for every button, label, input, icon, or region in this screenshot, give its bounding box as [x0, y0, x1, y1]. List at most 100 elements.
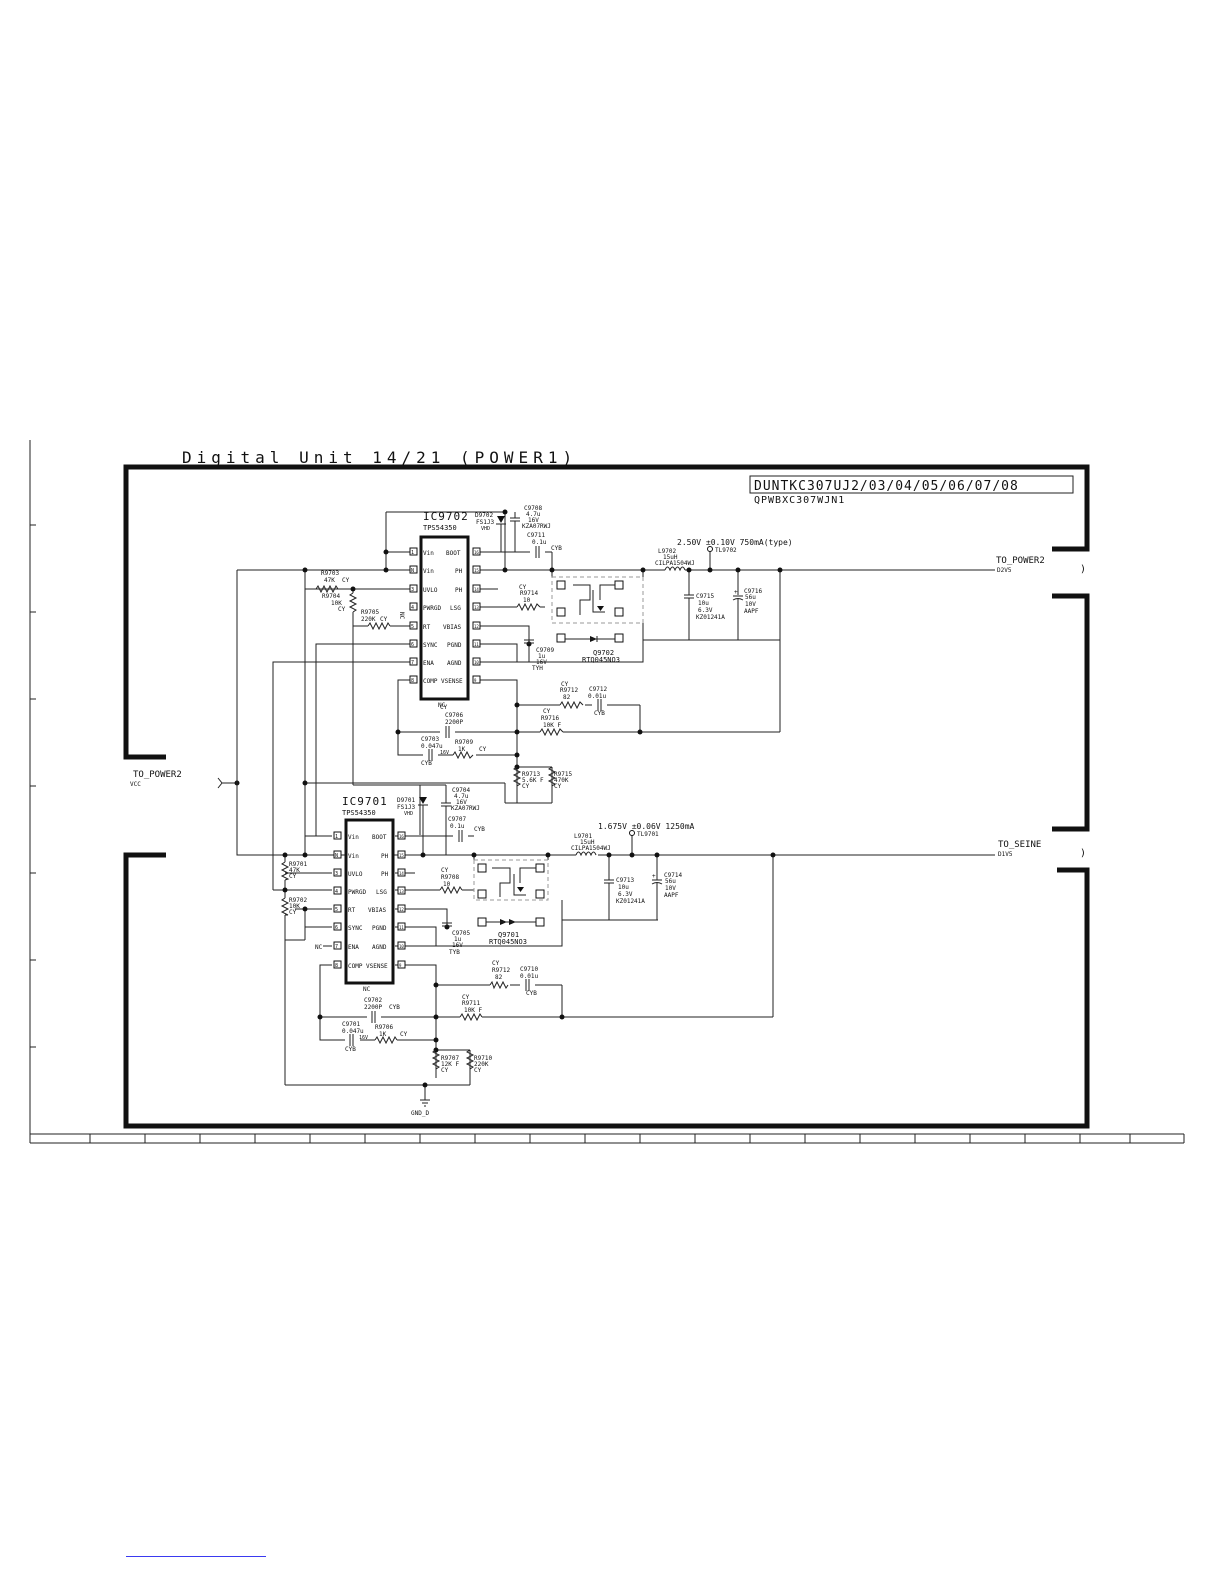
svg-text:5: 5 [335, 907, 338, 913]
svg-text:PH: PH [455, 587, 463, 594]
part-number: QPWBXC307WJN1 [754, 495, 845, 506]
svg-text:4: 4 [335, 889, 338, 895]
svg-text:C9709: C9709 [536, 647, 554, 654]
svg-text:10: 10 [399, 944, 404, 949]
svg-text:R9709: R9709 [455, 739, 473, 746]
svg-text:R9701: R9701 [289, 861, 307, 868]
svg-text:2200P: 2200P [445, 719, 463, 726]
svg-text:C9701: C9701 [342, 1021, 360, 1028]
r9707-resistor [431, 1049, 441, 1078]
svg-text:10: 10 [523, 597, 531, 604]
svg-text:7: 7 [411, 660, 414, 666]
svg-text:10: 10 [443, 881, 451, 888]
svg-text:C9716: C9716 [744, 588, 762, 595]
ic9702-side-nc: NC [398, 612, 405, 620]
svg-text:11: 11 [399, 925, 404, 930]
c9706-capacitor [445, 726, 450, 738]
svg-text:SYNC: SYNC [423, 642, 438, 649]
model-number: DUNTKC307UJ2/03/04/05/06/07/08 [754, 479, 1019, 494]
model-box [749, 475, 1074, 494]
svg-text:R9716: R9716 [541, 715, 559, 722]
c9707-capacitor [458, 830, 463, 842]
q9702-part: RTQ045NO3 [582, 656, 620, 664]
svg-text:TYH: TYH [532, 665, 543, 672]
svg-text:N: N [335, 853, 338, 859]
ic9701-nc: NC [363, 986, 371, 993]
svg-text:CY: CY [342, 577, 350, 584]
svg-text:CY: CY [522, 783, 530, 790]
svg-text:1: 1 [411, 550, 414, 556]
svg-text:KZA07RWJ: KZA07RWJ [451, 805, 480, 812]
svg-text:R9713: R9713 [522, 771, 540, 778]
svg-text:AAPF: AAPF [664, 892, 679, 899]
svg-text:16V: 16V [528, 517, 539, 524]
svg-text:6.3V: 6.3V [698, 607, 713, 614]
svg-text:9: 9 [474, 678, 477, 683]
svg-text:C9706: C9706 [445, 712, 463, 719]
c9715-capacitor [684, 594, 694, 604]
svg-text:L9702: L9702 [658, 548, 676, 555]
c9710-capacitor [525, 979, 530, 991]
d9702-diode [496, 516, 506, 552]
svg-text:3: 3 [335, 871, 338, 877]
ic9701-part: TPS54350 [342, 809, 376, 817]
page-title: Digital Unit 14/21 (POWER1) [182, 448, 577, 467]
svg-text:D9701: D9701 [397, 797, 415, 804]
c9709-capacitor [524, 639, 534, 644]
svg-text:BOOT: BOOT [372, 834, 387, 841]
svg-text:14: 14 [474, 587, 479, 592]
svg-text:15: 15 [399, 853, 404, 858]
svg-text:R9705: R9705 [361, 609, 379, 616]
svg-text:CY: CY [474, 1067, 482, 1074]
c9705-capacitor [442, 922, 452, 927]
rail2-spec: 1.675V ±0.06V 1250mA [598, 822, 695, 831]
svg-text:CYB: CYB [345, 1046, 356, 1053]
svg-text:47K: 47K [289, 867, 300, 874]
svg-text:0.1u: 0.1u [532, 539, 547, 546]
svg-text:R9707: R9707 [441, 1055, 459, 1062]
r9712-lower-resistor [489, 980, 509, 990]
q9702-transistor [551, 576, 644, 643]
svg-text:R9702: R9702 [289, 897, 307, 904]
d9701-diode [418, 797, 428, 806]
svg-text:R9712: R9712 [492, 967, 510, 974]
svg-text:16V: 16V [440, 750, 449, 756]
svg-text:CY: CY [441, 1067, 449, 1074]
rail1-spec: 2.50V ±0.10V 750mA(type) [677, 538, 793, 547]
svg-text:5: 5 [411, 624, 414, 630]
svg-text:13: 13 [474, 605, 479, 610]
svg-text:UVLO: UVLO [348, 871, 363, 878]
svg-text:RT: RT [348, 907, 356, 914]
svg-text:12: 12 [474, 624, 479, 629]
svg-text:KZA07RWJ: KZA07RWJ [522, 523, 551, 530]
r9709-resistor [452, 750, 474, 760]
svg-text:CILPA1504WJ: CILPA1504WJ [571, 845, 611, 852]
footer-link-underline [126, 1556, 266, 1557]
svg-text:+: + [652, 873, 656, 880]
svg-text:BOOT: BOOT [446, 550, 461, 557]
svg-text:10u: 10u [698, 600, 709, 607]
r9715-resistor [547, 766, 557, 787]
r9702-resistor [280, 897, 290, 916]
svg-text:R9715: R9715 [554, 771, 572, 778]
svg-text:PH: PH [381, 871, 389, 878]
ic9702-ref: IC9702 [423, 510, 469, 523]
svg-text:+: + [734, 589, 738, 596]
svg-text:C9705: C9705 [452, 930, 470, 937]
conn-out1-label: TO_POWER2 [996, 556, 1045, 566]
c9701-capacitor [349, 1034, 354, 1046]
svg-text:16V: 16V [456, 799, 467, 806]
svg-text:R9706: R9706 [375, 1024, 393, 1031]
q9702-ref: Q9702 [593, 649, 614, 657]
svg-text:0.01u: 0.01u [520, 973, 538, 980]
svg-text:12K F: 12K F [441, 1061, 459, 1068]
svg-text:VHD: VHD [481, 526, 490, 532]
svg-text:1K: 1K [458, 746, 466, 753]
svg-text:16V: 16V [452, 942, 463, 949]
svg-text:C9704: C9704 [452, 787, 470, 794]
l9701-inductor [575, 851, 597, 857]
frame-ticks [30, 524, 1131, 1143]
